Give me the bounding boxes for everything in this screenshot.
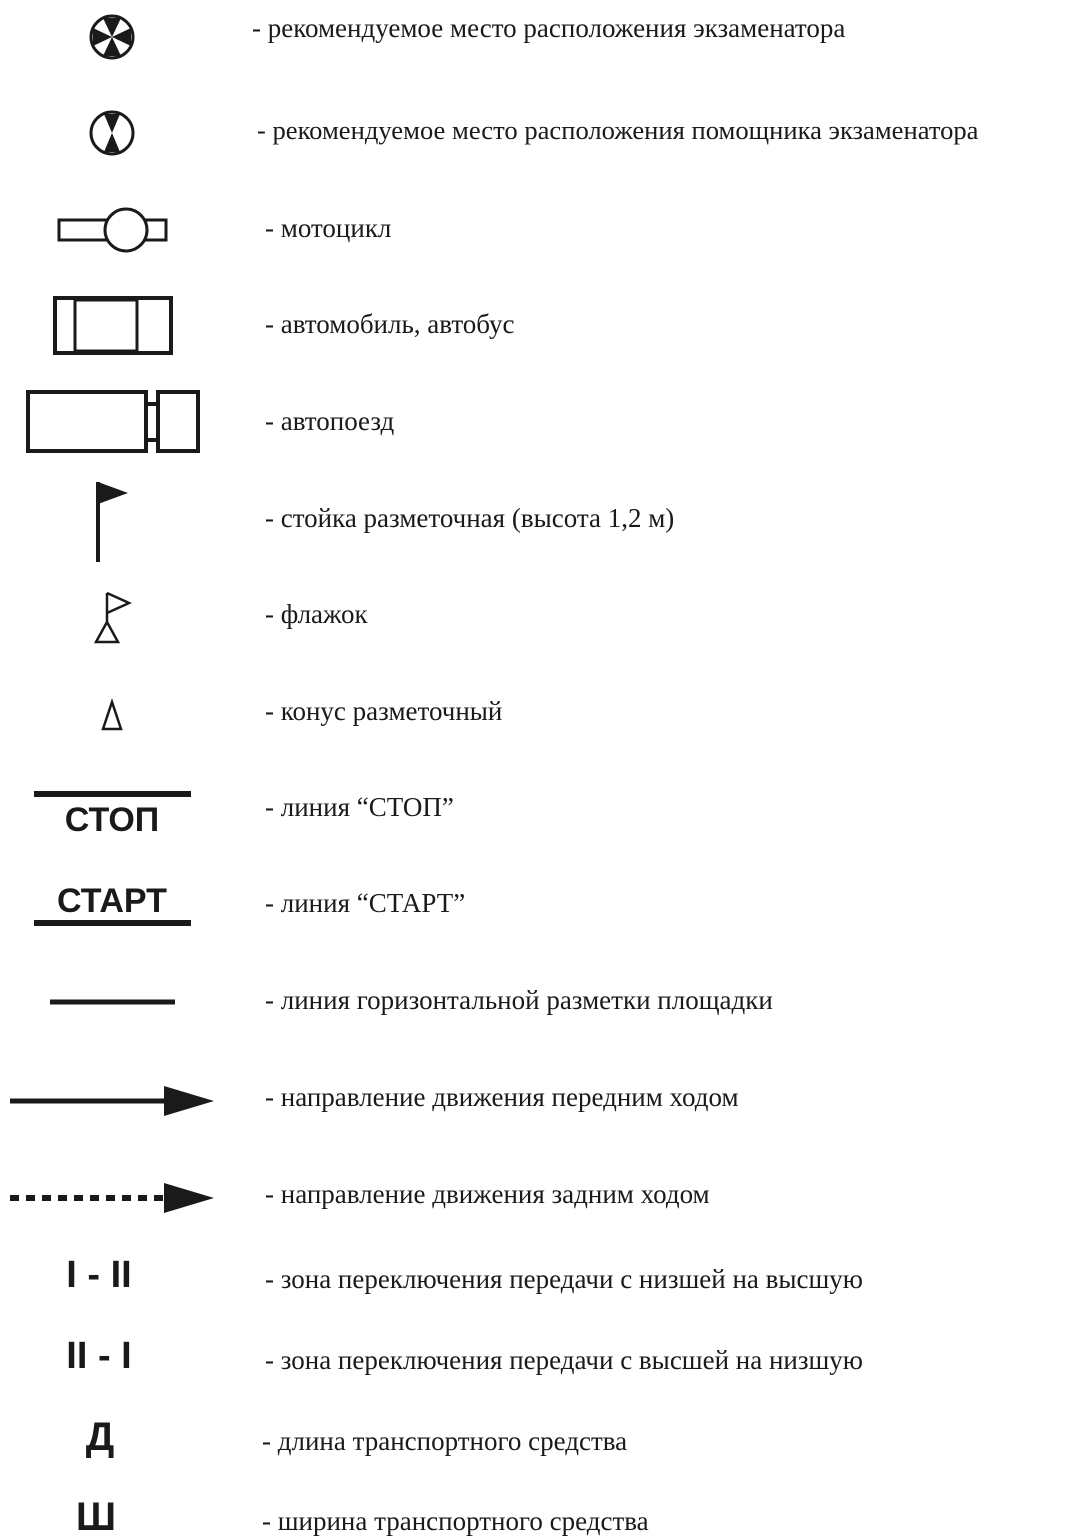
stop-line-icon: СТОП (34, 791, 191, 839)
marker-post-icon (96, 482, 128, 562)
legend-label-width: - ширина транспортного средства (262, 1506, 649, 1536)
road-train-icon (26, 390, 200, 453)
legend-label-marking-line: - линия горизонтальной разметки площадки (265, 985, 773, 1015)
gear-down-zone-icon: II - I (66, 1335, 131, 1377)
gear-up-zone-icon: I - II (66, 1254, 131, 1296)
legend-label-road-train: - автопоезд (265, 406, 395, 436)
motorcycle-icon (57, 207, 168, 253)
examiner-position-icon (89, 14, 135, 60)
vehicle-length-icon: Д (86, 1415, 115, 1459)
legend-label-stop-line: - линия “СТОП” (265, 792, 454, 822)
assistant-examiner-position-icon (89, 110, 135, 156)
legend-label-length: - длина транспортного средства (262, 1426, 628, 1456)
legend-label-gear-down: - зона переключения передачи с высшей на… (265, 1345, 863, 1375)
legend-label-motorcycle: - мотоцикл (265, 213, 392, 243)
legend-label-gear-up: - зона переключения передачи с низшей на… (265, 1264, 863, 1294)
legend-label-car-bus: - автомобиль, автобус (265, 309, 515, 339)
legend-symbols: СТОП СТАРТ I - II II - I Д Ш (10, 14, 214, 1536)
legend-label-start-line: - линия “СТАРТ” (265, 888, 466, 918)
legend-label-flag: - флажок (265, 599, 368, 629)
marker-cone-icon (101, 698, 123, 731)
legend-label-marker-post: - стойка разметочная (высота 1,2 м) (265, 503, 675, 533)
legend-label-assistant-examiner: - рекомендуемое место расположения помощ… (257, 115, 979, 145)
forward-arrow-icon (10, 1086, 214, 1116)
legend-label-examiner: - рекомендуемое место расположения экзам… (252, 13, 846, 43)
car-bus-icon (53, 296, 173, 355)
stop-line-text: СТОП (65, 801, 160, 839)
start-line-icon: СТАРТ (34, 882, 191, 926)
legend-label-reverse: - направление движения задним ходом (265, 1179, 710, 1209)
start-line-text: СТАРТ (57, 882, 167, 920)
vehicle-width-icon: Ш (76, 1495, 116, 1536)
legend-label-cone: - конус разметочный (265, 696, 503, 726)
reverse-arrow-icon (10, 1183, 214, 1213)
flag-icon (93, 591, 133, 644)
legend-label-forward: - направление движения передним ходом (265, 1082, 739, 1112)
